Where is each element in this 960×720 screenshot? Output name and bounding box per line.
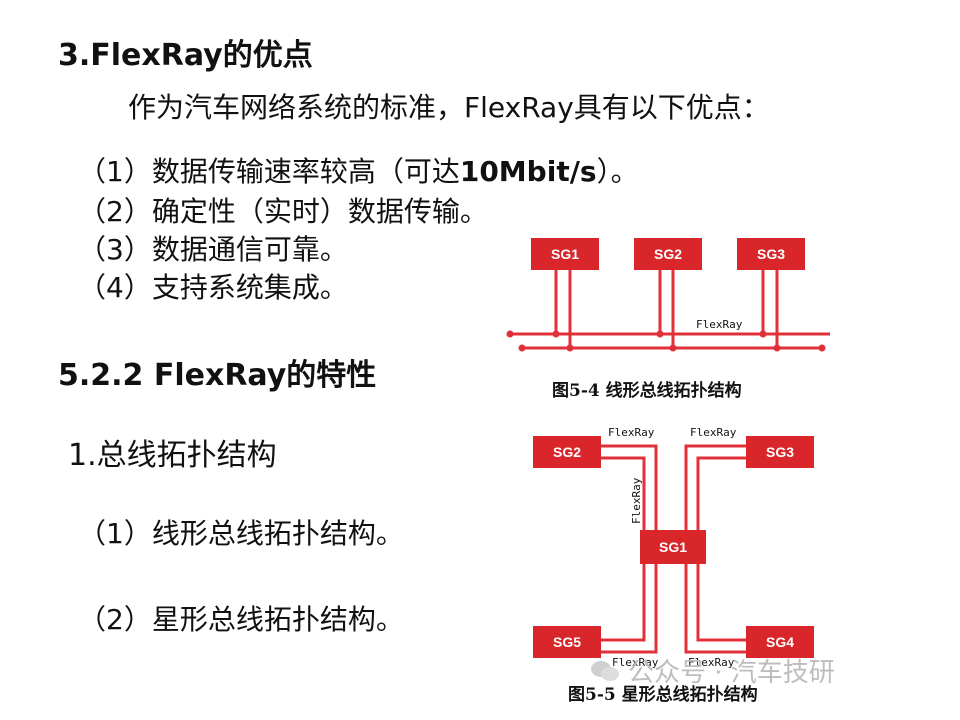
advantage-num: （1） (78, 155, 152, 188)
advantage-text: 数据传输速率较高（可达 (151, 155, 460, 188)
advantage-item-2: （2）确定性（实时）数据传输。 (78, 190, 488, 230)
node-sg3: SG3 (746, 436, 814, 468)
advantage-num: （2） (78, 195, 152, 228)
star-topology-diagram: SG2 SG3 SG1 SG5 SG4 FlexRay FlexRay Flex… (533, 426, 814, 669)
topology-num: （2） (78, 603, 152, 636)
topology-item-linear: （1）线形总线拓扑结构。 (78, 512, 404, 552)
advantage-num: （3） (78, 233, 152, 266)
node-sg1: SG1 (531, 238, 599, 270)
node-label: SG4 (766, 634, 794, 650)
advantage-item-4: （4）支持系统集成。 (78, 266, 348, 306)
advantage-text: 数据通信可靠。 (151, 233, 348, 266)
advantage-item-1: （1）数据传输速率较高（可达10Mbit/s）。 (78, 150, 639, 190)
node-label: SG1 (551, 246, 579, 262)
node-sg3: SG3 (737, 238, 805, 270)
linear-topology-diagram: SG1 SG2 SG3 FlexRay (506, 238, 830, 352)
advantage-item-3: （3）数据通信可靠。 (78, 228, 348, 268)
advantage-num: （4） (78, 271, 152, 304)
topology-text: 线形总线拓扑结构。 (151, 517, 404, 550)
advantage-text: 确定性（实时）数据传输。 (151, 195, 488, 228)
node-sg1-center: SG1 (640, 530, 706, 564)
intro-text: 作为汽车网络系统的标准，FlexRay具有以下优点： (128, 91, 770, 124)
advantage-text: 支持系统集成。 (151, 271, 348, 304)
node-sg5: SG5 (533, 626, 601, 658)
node-label: SG2 (654, 246, 682, 262)
advantage-tail: ）。 (596, 155, 639, 188)
node-label: SG5 (553, 634, 581, 650)
bus-label-flexray: FlexRay (630, 477, 643, 524)
bus-label-flexray: FlexRay (696, 318, 743, 331)
node-label: SG2 (553, 444, 581, 460)
heading-bus-topology: 1.总线拓扑结构 (68, 438, 277, 473)
topology-num: （1） (78, 517, 152, 550)
node-sg2: SG2 (533, 436, 601, 468)
node-label: SG1 (659, 539, 687, 555)
figure-caption-star: 图5-5 星形总线拓扑结构 (568, 685, 758, 705)
bus-label-flexray: FlexRay (690, 426, 737, 439)
node-sg2: SG2 (634, 238, 702, 270)
topology-text: 星形总线拓扑结构。 (151, 603, 404, 636)
figure-caption-linear: 图5-4 线形总线拓扑结构 (552, 381, 742, 401)
node-label: SG3 (766, 444, 794, 460)
watermark: 公众号 · 汽车技研 (590, 652, 835, 689)
watermark-text: 公众号 · 汽车技研 (628, 658, 835, 688)
node-label: SG3 (757, 246, 785, 262)
topology-item-star: （2）星形总线拓扑结构。 (78, 598, 404, 638)
heading-flexray-advantages: 3.FlexRay的优点 (58, 38, 313, 73)
bus-label-flexray: FlexRay (612, 656, 659, 669)
wechat-icon (591, 660, 619, 681)
heading-section-flexray-features: 5.2.2 FlexRay的特性 (58, 358, 377, 393)
advantage-bold: 10Mbit/s (459, 155, 597, 188)
node-sg4: SG4 (746, 626, 814, 658)
bus-label-flexray: FlexRay (688, 656, 735, 669)
bus-label-flexray: FlexRay (608, 426, 655, 439)
